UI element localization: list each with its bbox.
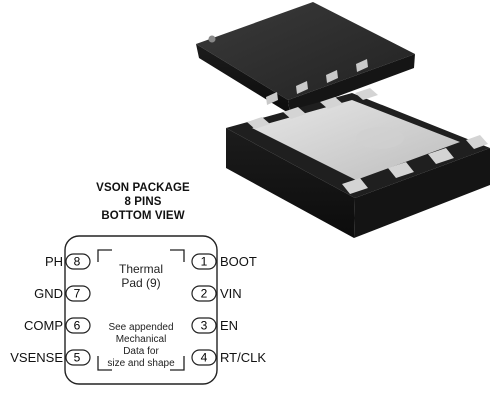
view-label: BOTTOM VIEW [101, 210, 185, 222]
pin-8-pad [65, 253, 91, 270]
mech-note-line2: Mechanical [116, 334, 167, 345]
pin-4-name: RT/CLK [220, 350, 266, 365]
package-outline [64, 235, 218, 385]
package-title: VSON PACKAGE [96, 182, 190, 194]
mech-note-line1: See appended [108, 322, 173, 333]
pin-4-number: 4 [201, 351, 208, 365]
pin-5-number: 5 [74, 351, 81, 365]
pin-1-name: BOOT [220, 254, 257, 269]
mech-note-line3: Data for [123, 346, 159, 357]
pin-count-label: 8 PINS [124, 196, 162, 208]
pin-7-pad [65, 285, 91, 302]
pin-3-name: EN [220, 318, 239, 333]
mech-note-line4: size and shape [107, 358, 175, 369]
pin-5-name: VSENSE [10, 350, 63, 365]
pin-7-name: GND [34, 286, 63, 301]
pin-8-name: PH [44, 254, 63, 269]
pin-1-number: 1 [201, 255, 208, 269]
pin-1-pad [191, 253, 217, 270]
pin-3-pad [191, 317, 217, 334]
pin-6-pad [65, 317, 91, 334]
pin-6-number: 6 [74, 319, 81, 333]
thermal-pad-number: Pad (9) [121, 276, 160, 290]
pin-5-pad [65, 349, 91, 366]
chip-top-view [196, 2, 415, 114]
thermal-pad-label: Thermal [119, 262, 163, 276]
pin-6-name: COMP [24, 318, 63, 333]
pin-2-number: 2 [201, 287, 208, 301]
pin-2-pad [191, 285, 217, 302]
pin-7-number: 7 [74, 287, 81, 301]
chip-bottom-view [226, 88, 490, 238]
pin-3-number: 3 [201, 319, 208, 333]
thermal-pad-outline [97, 249, 185, 371]
pin-8-number: 8 [74, 255, 81, 269]
pin-2-name: VIN [220, 286, 242, 301]
pin-4-pad [191, 349, 217, 366]
